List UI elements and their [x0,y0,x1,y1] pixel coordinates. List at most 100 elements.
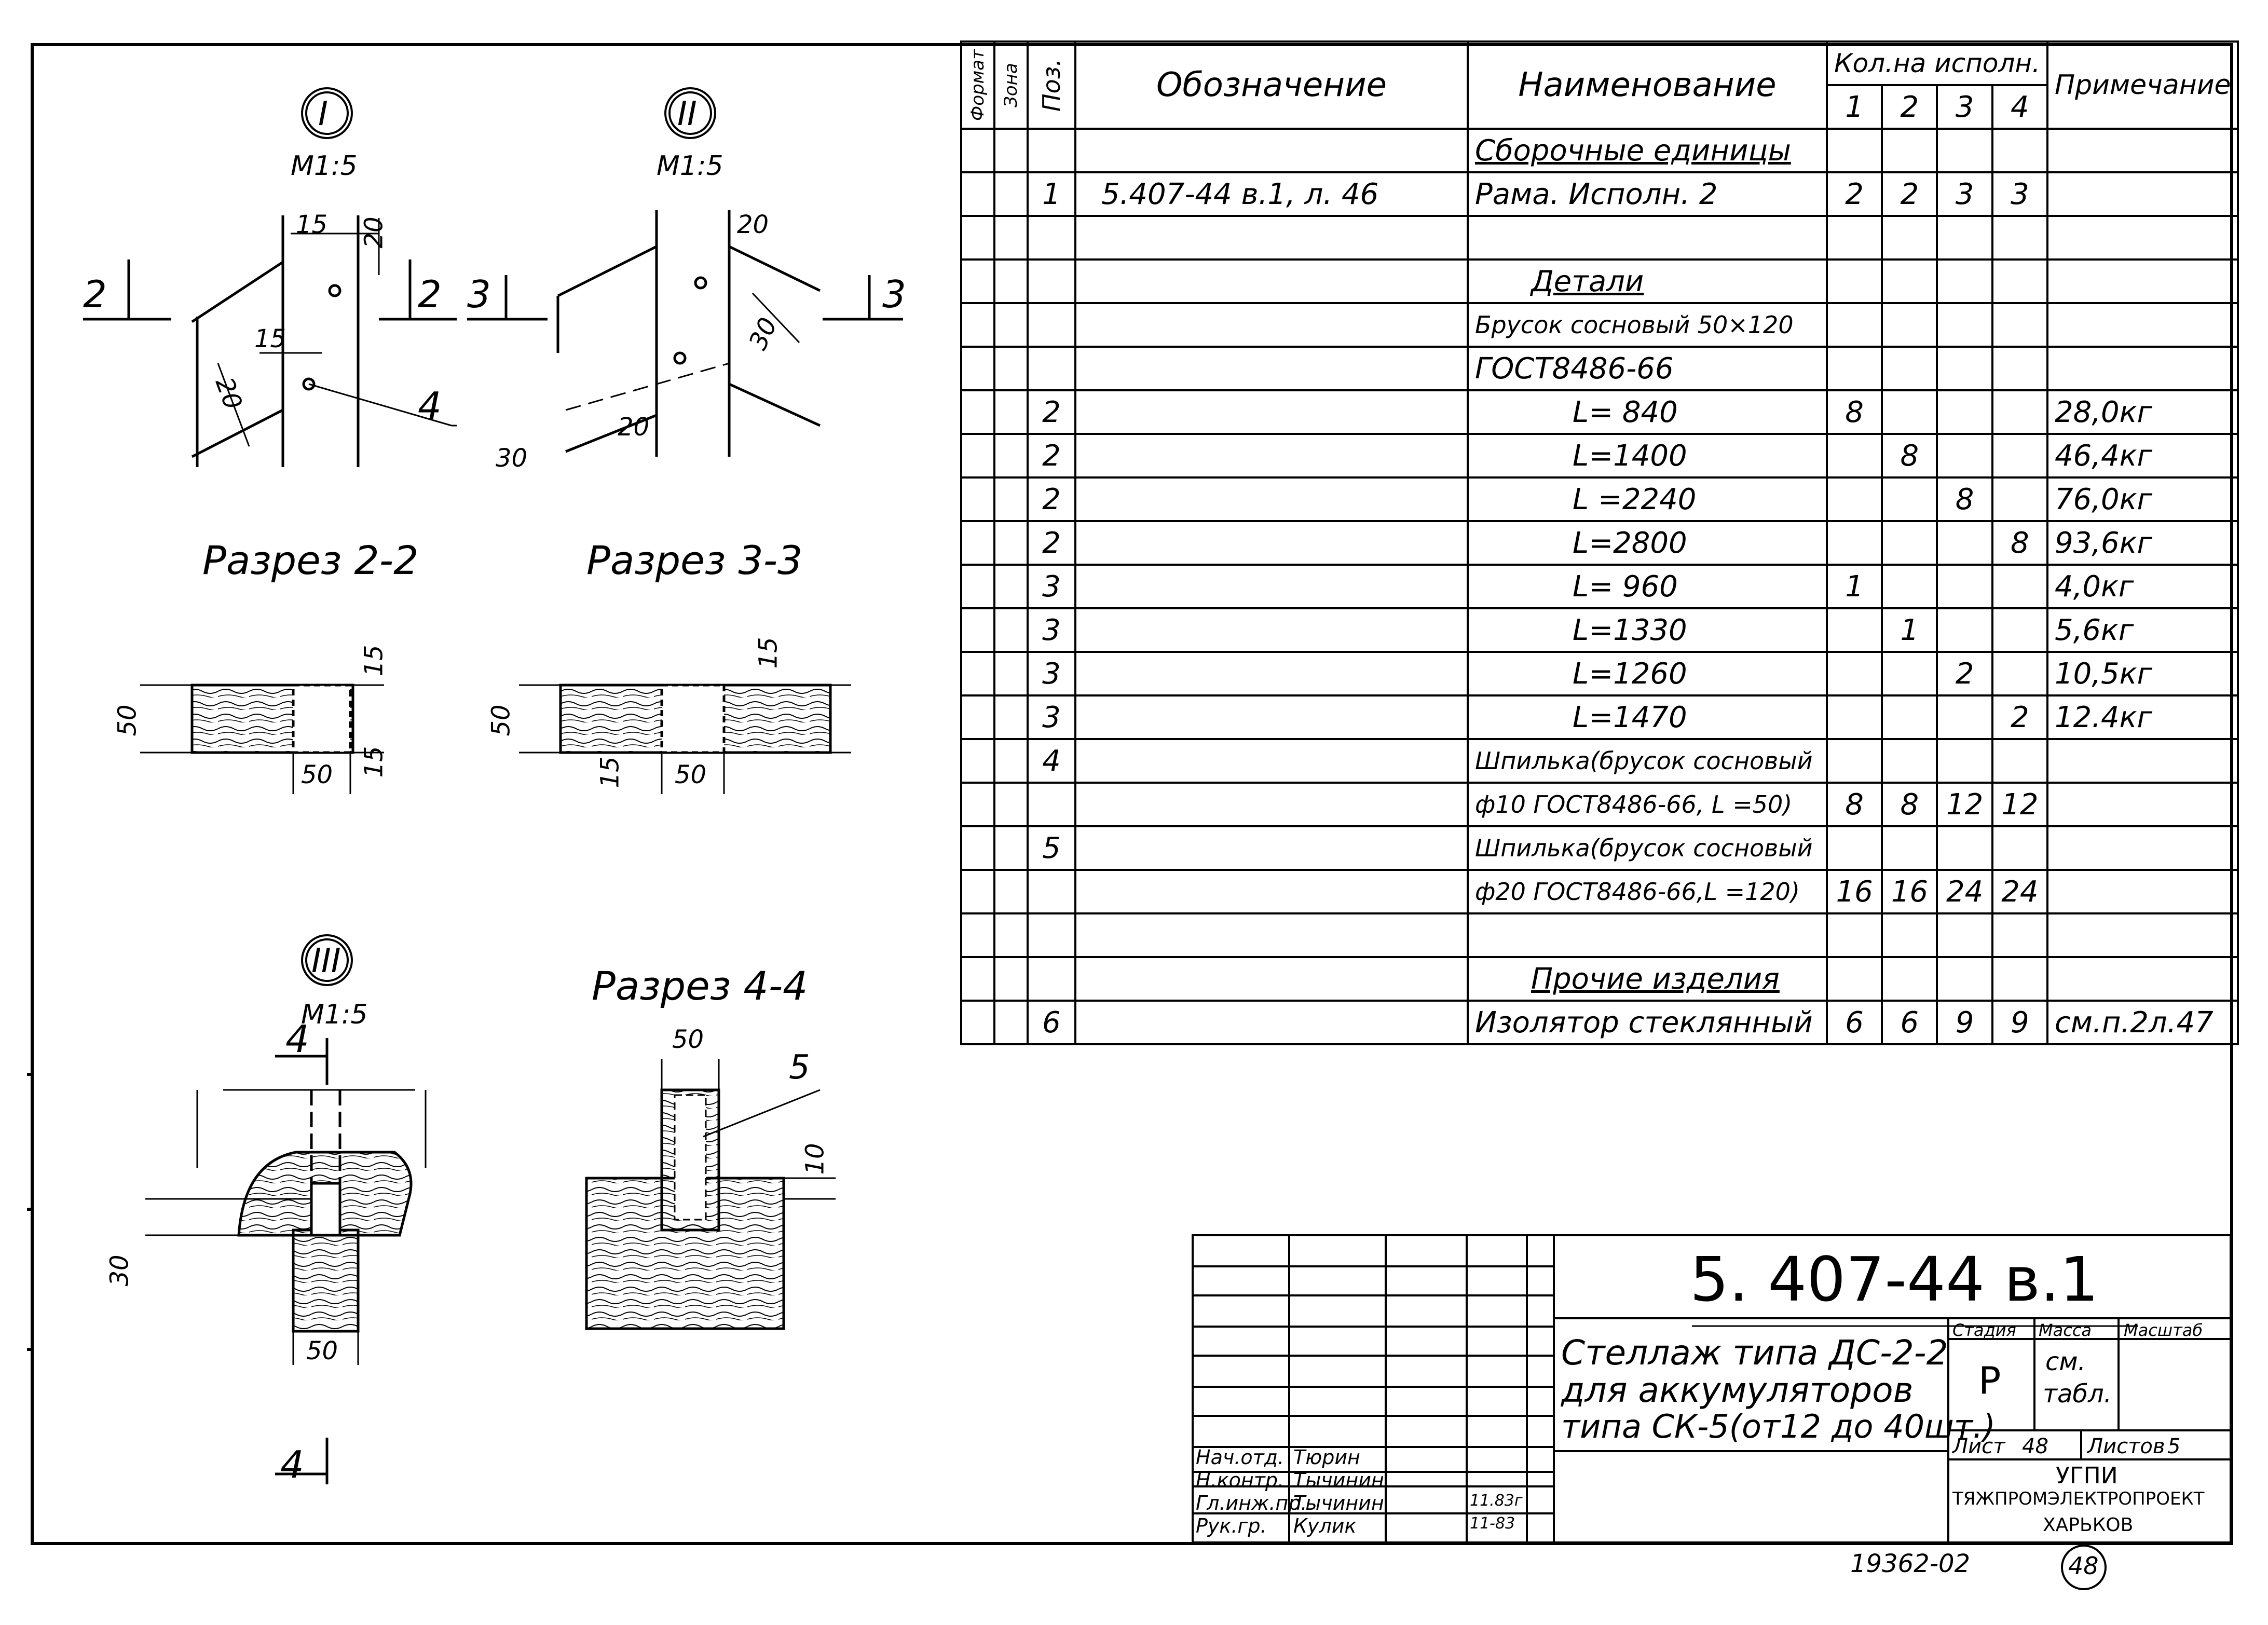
cell-q4 [1991,564,2048,609]
cell-text: 4,0кг [2054,569,2134,604]
cell-text: 93,6кг [2054,526,2152,560]
cell-empty [960,520,995,566]
table-row: Детали [960,258,2239,304]
cell-empty [993,433,1029,479]
cell-text: 3 [1042,569,1061,604]
cell-q1: 1 [1825,564,1883,609]
cell-q1 [1825,302,1883,348]
cell-text: 8 [2011,526,2029,560]
cell-note: 12.4кг [2046,694,2239,740]
signer-date: 11.83г [1470,1492,1523,1510]
cell-q2 [1881,389,1938,435]
cell-des [1074,564,1469,609]
dim-label: 20 [359,216,389,249]
section-mark-3-right: 3 [882,272,906,316]
cell-pos: 2 [1027,389,1076,435]
cell-q1 [1825,694,1883,740]
cell-empty [993,738,1029,784]
cell-text: ГОСТ8486-66 [1475,351,1674,386]
sheets-value: 5 [2167,1435,2181,1458]
cell-name: ф10 ГОСТ8486-66, L =50) [1467,782,1828,827]
cell-q2 [1881,564,1938,609]
cell-text: L=1260 [1573,657,1687,691]
cell-empty [993,1000,1029,1045]
cell-pos: 4 [1027,738,1076,784]
cell-text: 4 [1042,744,1061,778]
section-3-3-title: Разрез 3-3 [586,537,803,583]
cell-empty [960,346,995,391]
cell-des [1074,651,1469,697]
cell-text: 9 [2011,1005,2029,1040]
cell-text: 2 [1955,657,1974,691]
cell-text: 12.4кг [2054,700,2152,734]
section-mark-4-bottom: 4 [280,1443,304,1486]
cell-q3: 8 [1936,476,1993,522]
cell-q4 [1991,651,2048,697]
cell-q4: 3 [1991,171,2048,217]
cell-q4 [1991,956,2048,1002]
stage-label: Стадия [1952,1320,2016,1340]
cell-text: 16 [1836,875,1873,909]
cell-note [2046,215,2239,261]
cell-q3 [1936,564,1993,609]
cell-text: 12 [1946,787,1984,822]
cell-q1: 6 [1825,1000,1883,1045]
detail-III-scale: М1:5 [301,999,368,1030]
cell-q4: 24 [1991,869,2048,914]
cell-q2: 16 [1881,869,1938,914]
cell-text: L =2240 [1573,482,1697,516]
cell-pos: 3 [1027,607,1076,653]
cell-empty [960,389,995,435]
cell-q3: 3 [1936,171,1993,217]
dim-label: 50 [113,704,142,736]
cell-q1: 8 [1825,782,1883,827]
table-row: Брусок сосновый 50×120 [960,302,2239,348]
cell-q1 [1825,346,1883,391]
cell-name: L= 960 [1467,564,1828,609]
cell-name: ГОСТ8486-66 [1467,346,1828,391]
cell-text: 2 [1042,482,1061,516]
cell-name: L=1330 [1467,607,1828,653]
cell-text: 3 [2011,177,2029,211]
cell-empty [993,346,1029,391]
cell-text: 5.407-44 в.1, л. 46 [1101,177,1379,211]
section-mark-2-left: 2 [83,272,107,316]
cell-q1 [1825,651,1883,697]
cell-text: 3 [1955,177,1974,211]
cell-empty [960,1000,995,1045]
cell-note: 93,6кг [2046,520,2239,566]
table-row: ГОСТ8486-66 [960,346,2239,391]
cell-q1: 8 [1825,389,1883,435]
signer-name: Кулик [1293,1514,1357,1537]
cell-empty [993,302,1029,348]
cell-des [1074,520,1469,566]
table-row: 2 L =2240 8 76,0кг [960,476,2239,522]
cell-q1 [1825,433,1883,479]
section-2-2-graphic [140,684,384,794]
detail-II-scale: М1:5 [657,151,723,182]
cell-text: L=1330 [1573,613,1687,647]
cell-note: 76,0кг [2046,476,2239,522]
cell-text: Рама. Исполн. 2 [1475,177,1718,211]
cell-q2: 8 [1881,782,1938,827]
cell-q1 [1825,128,1883,173]
cell-q1 [1825,520,1883,566]
cell-empty [993,912,1029,958]
cell-q3 [1936,433,1993,479]
cell-text: L=1400 [1573,439,1687,473]
section-4-4-graphic [585,1059,836,1330]
cell-pos [1027,258,1076,304]
cell-text: Детали [1531,264,1644,298]
cell-q2 [1881,520,1938,566]
dim-label: 30 [105,1254,134,1287]
cell-q3 [1936,738,1993,784]
header-qty-2: 2 [1881,84,1938,130]
cell-note [2046,956,2239,1002]
cell-q4 [1991,607,2048,653]
cell-empty [960,215,995,261]
detail-II-mark: II [677,95,697,133]
section-4-4-title: Разрез 4-4 [592,963,808,1009]
cell-note [2046,825,2239,871]
